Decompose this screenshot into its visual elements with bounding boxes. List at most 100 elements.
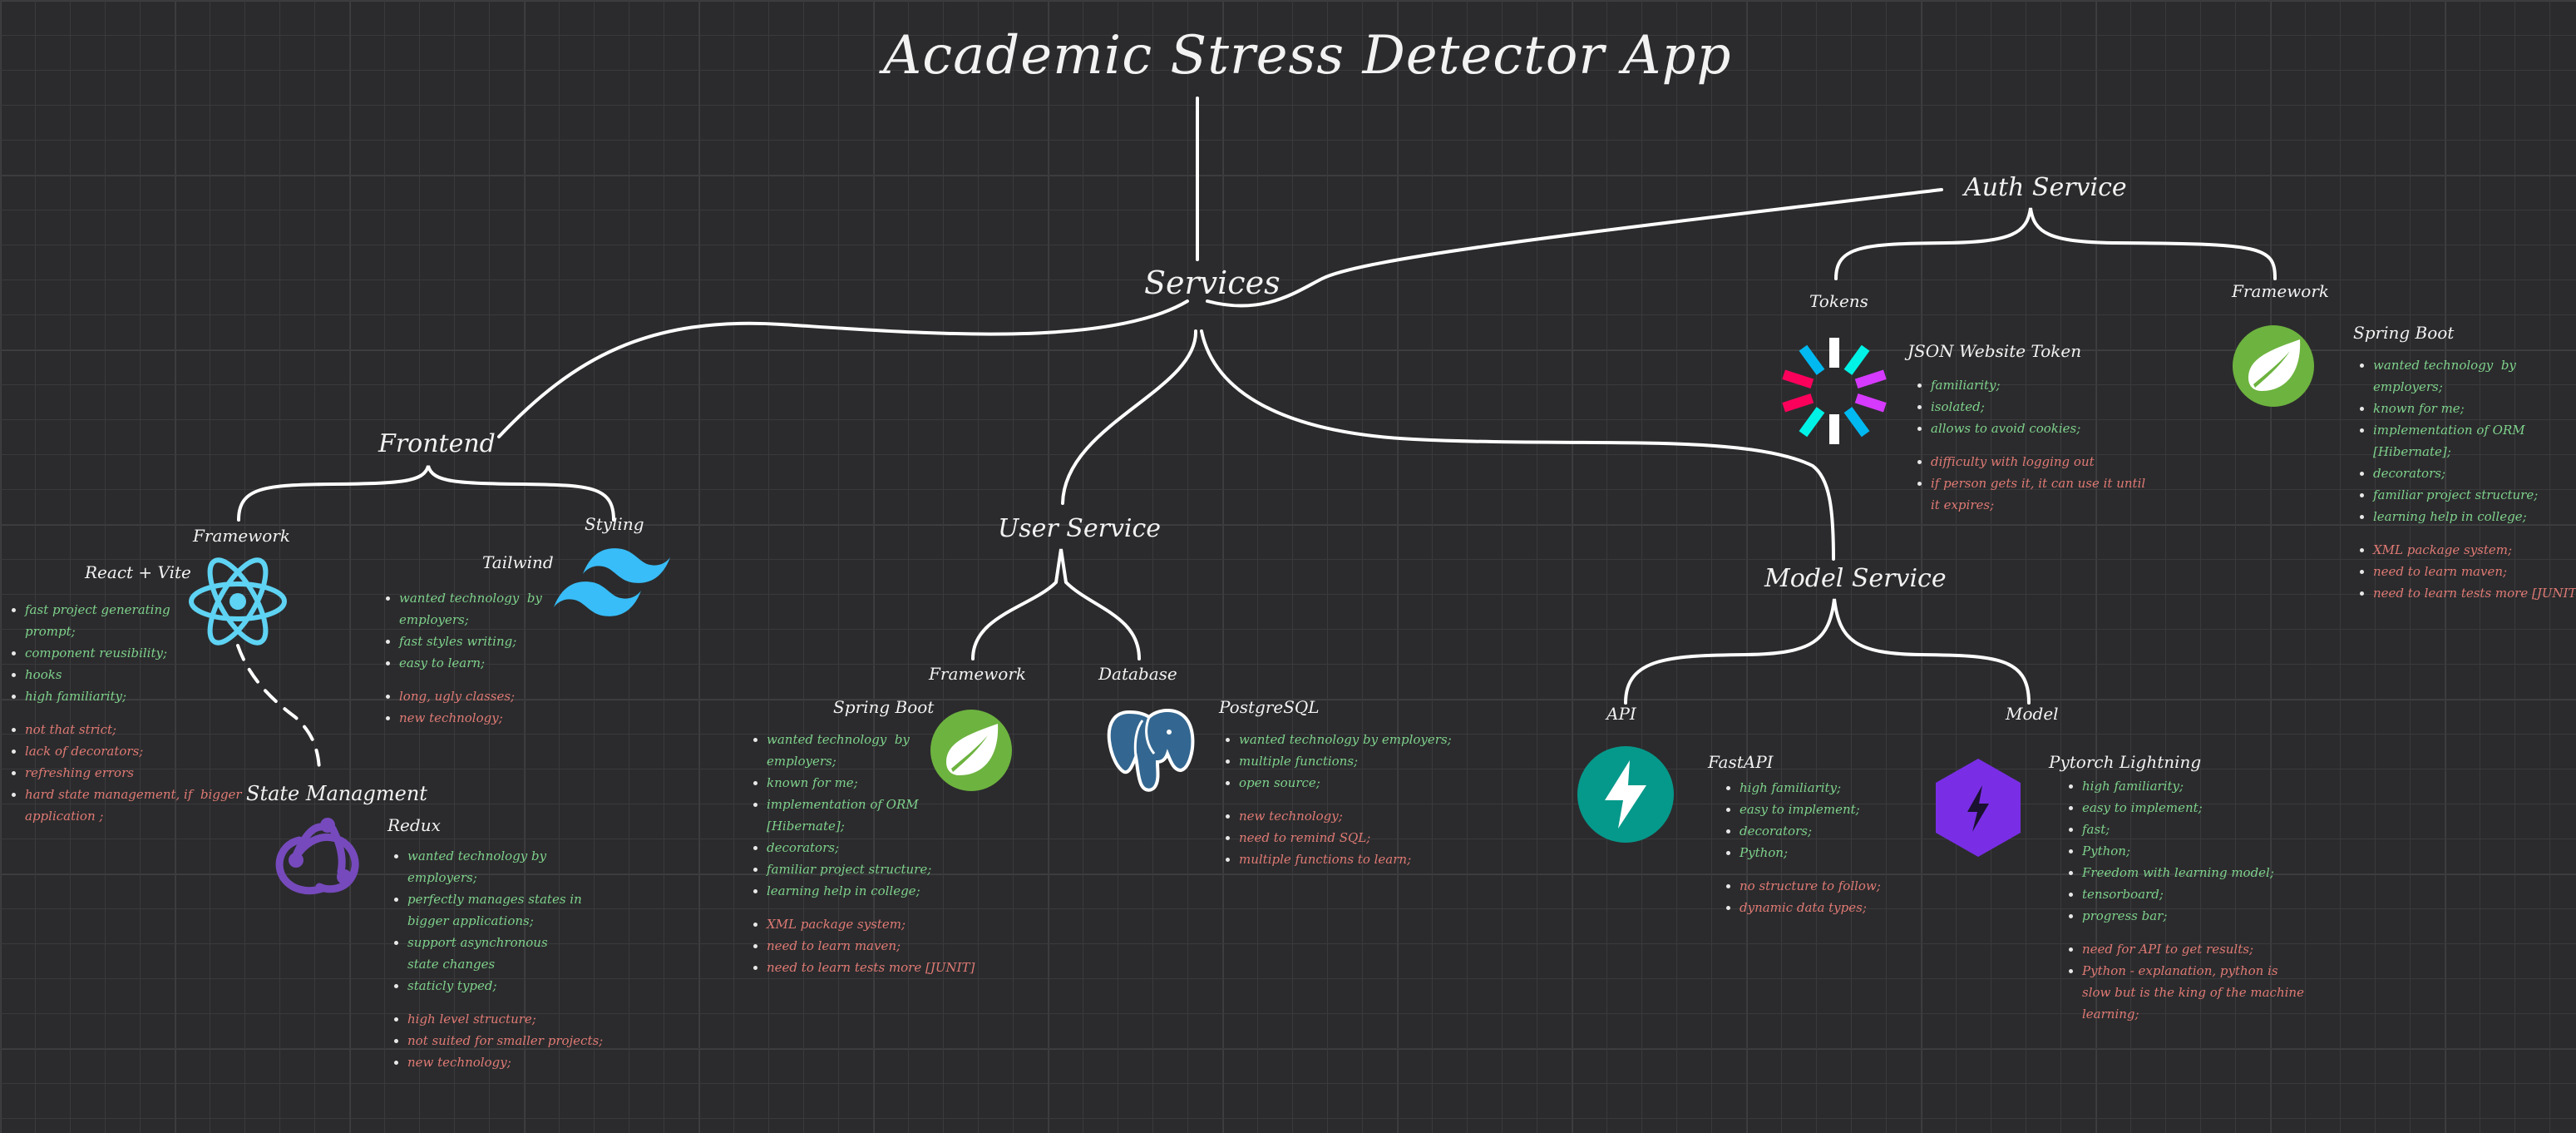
pro-item: known for me; [767, 772, 975, 794]
pro-item: implementation of ORM [Hibernate]; [767, 794, 975, 837]
con-item: XML package system; [2373, 539, 2576, 561]
pro-item: fast project generating prompt; [25, 599, 242, 642]
auth-service-node: Auth Service [1964, 173, 2127, 202]
auth-framework-heading: Framework [2232, 281, 2330, 301]
frontend-node: Frontend [378, 429, 496, 458]
pytorch-lightning-notes: high familiarity;easy to implement;fast;… [2064, 775, 2304, 1025]
con-item: XML package system; [767, 913, 975, 935]
spring-boot-label: Spring Boot [833, 697, 935, 717]
jwt-notes: familiarity;isolated;allows to avoid coo… [1912, 374, 2145, 516]
pro-item: component reusibility; [25, 642, 242, 664]
jwt-icon [1782, 338, 1887, 444]
bracket-auth-service [1834, 207, 2277, 280]
pro-item: staticly typed; [407, 975, 603, 997]
pro-item: easy to implement; [1740, 799, 1881, 820]
pro-item: multiple functions; [1239, 750, 1452, 772]
react-icon [189, 557, 287, 646]
pro-item: wanted technology by employers; [399, 587, 542, 631]
con-item: need for API to get results; [2082, 938, 2304, 960]
pro-item: learning help in college; [767, 880, 975, 902]
con-item: refreshing errors [25, 762, 242, 784]
pytorch-lightning-label: Pytorch Lightning [2049, 752, 2202, 772]
pro-item: hooks [25, 664, 242, 685]
auth-spring-boot-label: Spring Boot [2353, 323, 2455, 343]
api-heading: API [1606, 704, 1636, 724]
con-item: need to learn tests more [JUNIT] [2373, 582, 2576, 604]
spring-boot-user-notes: wanted technology by employers;known for… [748, 729, 975, 978]
bracket-user-service [971, 548, 1141, 661]
pro-item: Python; [1740, 842, 1881, 863]
user-framework-heading: Framework [929, 664, 1027, 684]
con-item: new technology; [399, 707, 542, 729]
con-item: need to remind SQL; [1239, 827, 1452, 849]
state-management-heading: State Managment [246, 782, 427, 805]
pro-item: decorators; [2373, 463, 2576, 484]
redux-icon [275, 818, 359, 895]
services-node: Services [1144, 265, 1281, 301]
lightning-icon [1936, 759, 2021, 857]
pro-item: implementation of ORM [Hibernate]; [2373, 419, 2576, 463]
pro-item: Freedom with learning model; [2082, 862, 2304, 883]
pro-item: Python; [2082, 840, 2304, 862]
diagram-title: Academic Stress Detector App [883, 25, 1732, 87]
con-item: if person gets it, it can use it until i… [1931, 472, 2145, 516]
redux-notes: wanted technology by employers;perfectly… [389, 845, 603, 1073]
tokens-heading: Tokens [1809, 291, 1868, 311]
model-service-node: Model Service [1764, 564, 1947, 593]
con-item: new technology; [407, 1051, 603, 1073]
pro-item: perfectly manages states in bigger appli… [407, 888, 603, 932]
pro-item: open source; [1239, 772, 1452, 794]
fastapi-notes: high familiarity;easy to implement;decor… [1721, 777, 1881, 918]
pro-item: high familiarity; [1740, 777, 1881, 799]
con-item: not that strict; [25, 719, 242, 740]
postgresql-label: PostgreSQL [1219, 697, 1320, 717]
pro-item: wanted technology by employers; [767, 729, 975, 772]
con-item: Python - explanation, python is slow but… [2082, 960, 2304, 1025]
pro-item: wanted technology by employers; [1239, 729, 1452, 750]
react-vite-notes: fast project generating prompt;component… [7, 599, 242, 827]
bracket-model-service [1624, 598, 2031, 705]
connector-services-model [1200, 329, 1835, 561]
pro-item: wanted technology by employers; [407, 845, 603, 888]
pro-item: allows to avoid cookies; [1931, 418, 2145, 439]
tailwind-icon [554, 548, 670, 616]
frontend-styling-heading: Styling [585, 514, 644, 534]
pro-item: wanted technology by employers; [2373, 354, 2576, 398]
auth-spring-icon [2233, 325, 2314, 407]
con-item: lack of decorators; [25, 740, 242, 762]
pro-item: decorators; [1740, 820, 1881, 842]
pro-item: familiar project structure; [767, 858, 975, 880]
pro-item: easy to learn; [399, 652, 542, 674]
con-item: need to learn maven; [2373, 561, 2576, 582]
user-service-node: User Service [998, 514, 1162, 543]
con-item: need to learn tests more [JUNIT] [767, 957, 975, 978]
bracket-frontend [237, 465, 615, 522]
pro-item: easy to implement; [2082, 797, 2304, 819]
postgresql-notes: wanted technology by employers;multiple … [1221, 729, 1452, 870]
spring-icon [930, 710, 1012, 791]
pro-item: familiar project structure; [2373, 484, 2576, 506]
pro-item: high familiarity; [25, 685, 242, 707]
con-item: dynamic data types; [1740, 897, 1881, 918]
con-item: difficulty with logging out [1931, 451, 2145, 472]
pro-item: high familiarity; [2082, 775, 2304, 797]
pro-item: fast styles writing; [399, 631, 542, 652]
pro-item: decorators; [767, 837, 975, 858]
con-item: not suited for smaller projects; [407, 1030, 603, 1051]
user-database-heading: Database [1098, 664, 1177, 684]
con-item: new technology; [1239, 805, 1452, 827]
con-item: multiple functions to learn; [1239, 849, 1452, 870]
fastapi-label: FastAPI [1708, 752, 1774, 772]
con-item: need to learn maven; [767, 935, 975, 957]
model-heading: Model [2006, 704, 2059, 724]
tailwind-notes: wanted technology by employers;fast styl… [381, 587, 542, 729]
con-item: hard state management, if bigger applica… [25, 784, 242, 827]
pro-item: fast; [2082, 819, 2304, 840]
con-item: high level structure; [407, 1008, 603, 1030]
fastapi-icon [1577, 746, 1674, 843]
redux-label: Redux [387, 815, 441, 835]
pro-item: known for me; [2373, 398, 2576, 419]
connector-react-redux [236, 644, 321, 772]
react-vite-label: React + Vite [85, 562, 191, 582]
